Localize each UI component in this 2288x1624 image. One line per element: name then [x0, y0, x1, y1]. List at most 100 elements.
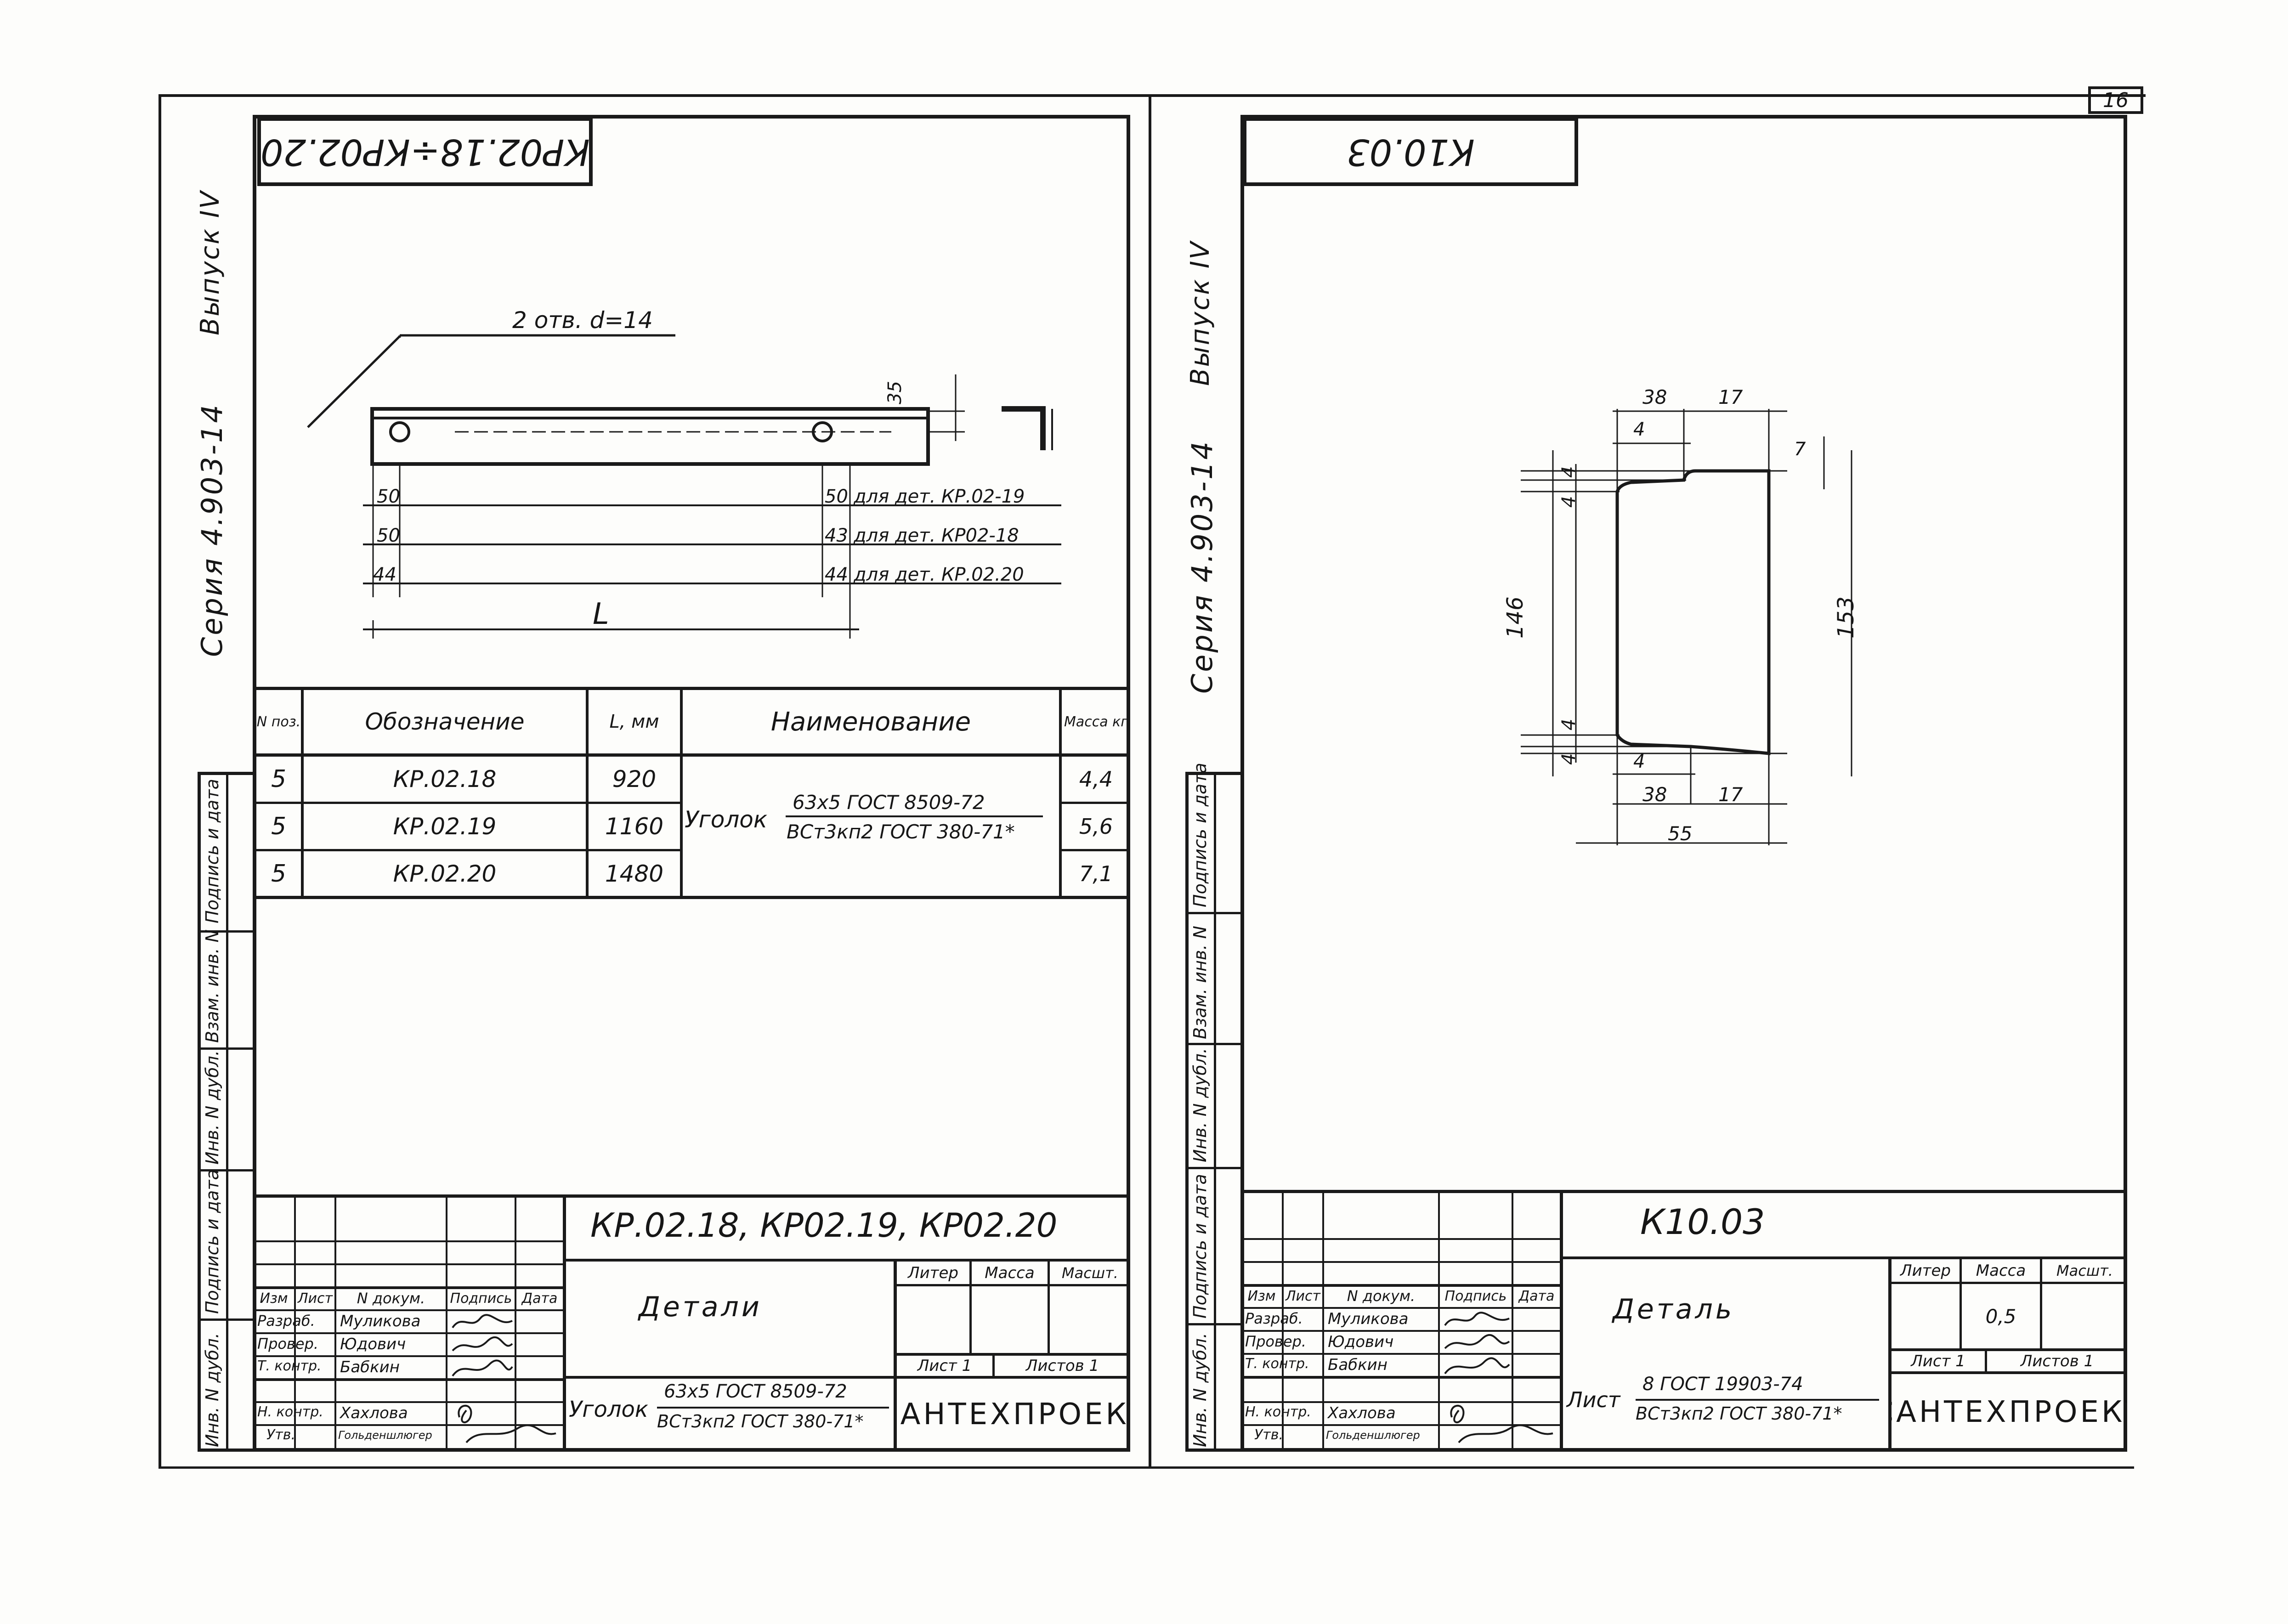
left-strip-row3: [198, 1169, 256, 1171]
rtb-mass-value: 0,5: [1985, 1305, 2016, 1328]
spec-row3-mass: 7,1: [1079, 861, 1113, 886]
spec-row1-pos: 5: [271, 765, 287, 793]
spec-col1: [301, 687, 304, 898]
spec-row1-designation: КР.02.18: [393, 766, 497, 792]
paper-bottom-edge: [159, 1466, 2134, 1469]
ltb-role-1: Разраб.: [257, 1312, 315, 1330]
spec-row2-pos: 5: [271, 813, 287, 840]
right-dim-top38: 38: [1642, 386, 1667, 408]
rtb-r4: [1240, 1307, 1560, 1309]
ltb-r1: [253, 1240, 563, 1242]
ltb-r8: [253, 1401, 563, 1403]
left-series-label: Серия 4.903-14: [195, 403, 229, 657]
right-dim-bot4c: 4: [1633, 751, 1645, 772]
ltb-r6: [253, 1355, 563, 1357]
ltb-name-2: Юдович: [340, 1335, 406, 1353]
rtb-material-top: 8 ГОСТ 19903-74: [1642, 1374, 1803, 1395]
spec-name-word: Уголок: [685, 806, 768, 833]
spec-row2-bottom: [253, 849, 680, 851]
right-dim-left4a: 4: [1558, 466, 1580, 478]
ltb-c1: [294, 1194, 296, 1452]
rtb-r9: [1240, 1424, 1560, 1426]
right-dim-153: 153: [1833, 596, 1859, 639]
rtb-right-col: [1888, 1256, 1892, 1452]
spec-row1-mass: 4,4: [1079, 767, 1113, 792]
rtb-sheet: Лист 1: [1911, 1352, 1965, 1370]
rtb-material-fraction: [1636, 1399, 1879, 1401]
rtb-signatures: [1444, 1312, 1553, 1443]
ltb-signatures: [452, 1314, 556, 1443]
left-top-title: КР02.18÷КР02.20: [260, 131, 590, 172]
left-row3-b: 44: [825, 564, 848, 585]
ltb-name: Детали: [639, 1291, 762, 1323]
spec-name-bottom: ВСт3кп2 ГОСТ 380-71*: [787, 820, 1015, 843]
ltb-company: САНТЕХПРОЕКТ: [897, 1397, 1130, 1432]
right-stamp-2: Взам. инв. N: [1190, 926, 1210, 1039]
right-stamp-3: Инв. N дубл.: [1190, 1048, 1210, 1162]
spec-row3-length: 1480: [605, 860, 664, 887]
ltb-r9: [253, 1424, 563, 1426]
spec-head-pos: N поз.: [256, 713, 301, 730]
rtb-liter-row: [1888, 1282, 2127, 1284]
rtb-r5: [1240, 1330, 1560, 1332]
ltb-r3: [253, 1286, 563, 1289]
rtb-code: К10.03: [1640, 1201, 1765, 1242]
spec-head-length: L, мм: [609, 711, 659, 732]
rtb-name-3: Бабкин: [1328, 1356, 1388, 1374]
spec-row1-length: 920: [612, 766, 657, 792]
ltb-col-doc: N докум.: [357, 1290, 425, 1307]
rtb-scale: Масшт.: [2056, 1262, 2113, 1279]
right-strip-col: [1214, 772, 1216, 1452]
left-stamp-2: Взам. инв. N: [202, 929, 222, 1043]
spec-row3-pos: 5: [271, 860, 287, 888]
ltb-name-5: Гольденшлюгер: [338, 1429, 432, 1442]
ltb-r4: [253, 1309, 563, 1311]
left-row2-b: 43: [825, 525, 848, 546]
ltb-col-sign: Подпись: [450, 1290, 512, 1307]
paper-left-edge: [159, 94, 161, 1468]
rtb-c3: [1438, 1190, 1440, 1452]
right-strip-row4: [1185, 1323, 1244, 1325]
rtb-r6: [1240, 1353, 1560, 1355]
right-dim-top17: 17: [1718, 386, 1743, 408]
ltb-sheet: Лист 1: [917, 1357, 972, 1375]
right-dim-top7: 7: [1794, 439, 1806, 460]
rtb-r1: [1240, 1238, 1560, 1240]
right-strip-row1: [1185, 912, 1244, 914]
left-angle-drawing: [307, 334, 1061, 639]
ltb-material-top: 63x5 ГОСТ 8509-72: [664, 1381, 847, 1402]
spec-col3: [680, 687, 683, 898]
right-dim-bot55: 55: [1668, 822, 1693, 845]
rtb-r8: [1240, 1401, 1560, 1403]
left-strip-row2: [198, 1047, 256, 1050]
rtb-top: [1240, 1190, 2127, 1193]
spec-head-name: Наименование: [770, 707, 971, 737]
spec-row2-mass: 5,6: [1079, 814, 1113, 839]
rtb-liter: Литер: [1900, 1261, 1951, 1280]
ltb-scale: Масшт.: [1062, 1264, 1118, 1282]
ltb-code-bottom: [563, 1259, 1130, 1262]
ltb-c2: [334, 1194, 336, 1452]
rtb-vsplit: [1560, 1190, 1563, 1452]
left-dim-35: 35: [884, 381, 906, 404]
left-hole-note: 2 отв. d=14: [512, 307, 653, 334]
right-stamp-5: Инв. N дубл.: [1190, 1333, 1210, 1447]
spec-top: [253, 687, 1130, 690]
rtb-sheet-row2: [1888, 1371, 2127, 1374]
sheet-number: 16: [2103, 88, 2129, 112]
right-dim-146: 146: [1502, 596, 1528, 639]
ltb-sheets: Листов 1: [1025, 1357, 1099, 1375]
ltb-name-4: Хахлова: [340, 1404, 408, 1422]
ltb-col-list: Лист: [297, 1290, 333, 1307]
rtb-col-izm: Изм: [1247, 1288, 1276, 1304]
left-strip-col: [226, 772, 228, 1452]
rtb-material-bottom: ВСт3кп2 ГОСТ 380-71*: [1636, 1403, 1842, 1424]
left-stamp-5: Инв. N дубл.: [202, 1333, 222, 1447]
rtb-c4: [1512, 1190, 1513, 1452]
right-strip-row2: [1185, 1043, 1244, 1045]
ltb-liter-c1: [969, 1259, 972, 1353]
ltb-material-word: Уголок: [569, 1397, 648, 1422]
spec-head-bottom: [253, 753, 1130, 757]
rtb-name-4: Хахлова: [1328, 1404, 1396, 1422]
rtb-r7: [1240, 1376, 1560, 1379]
